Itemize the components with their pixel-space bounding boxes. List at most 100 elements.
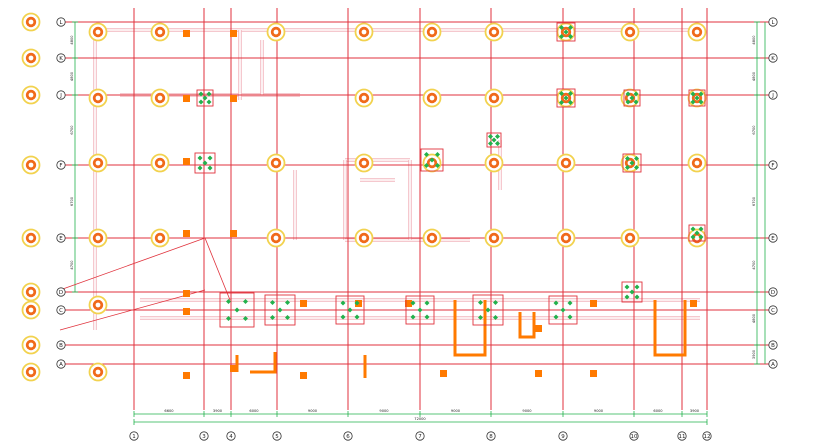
pile-left-3 bbox=[21, 155, 41, 175]
right-dim-chain-text-1: 4800 bbox=[752, 71, 756, 81]
pile-11-core bbox=[273, 160, 279, 166]
pile-cap-2-bar-0 bbox=[410, 300, 416, 306]
pile-0-core bbox=[95, 29, 101, 35]
pile-cap-9-bar-4 bbox=[629, 95, 635, 101]
row-bubble-left-B-text: B bbox=[59, 343, 63, 349]
pile-8-core bbox=[157, 160, 163, 166]
pile-cap-15 bbox=[196, 89, 214, 107]
column-block-9 bbox=[300, 300, 307, 307]
pile-13 bbox=[354, 22, 374, 42]
pile-cap-10 bbox=[420, 148, 444, 172]
pile-19-core bbox=[429, 160, 435, 166]
pile-32 bbox=[620, 228, 640, 248]
col-bubble-6-text: 6 bbox=[346, 434, 350, 440]
column-block-1 bbox=[230, 30, 237, 37]
row-bubble-right-D-ring bbox=[768, 287, 778, 297]
col-bubble-9-ring bbox=[558, 431, 568, 441]
pile-cap-8-outline bbox=[556, 88, 576, 108]
row-bubble-right-E: E bbox=[768, 233, 778, 243]
pile-cap-5-bar-2 bbox=[624, 294, 630, 300]
right-dim-chain-text-6: 3900 bbox=[752, 349, 756, 359]
col-bubble-10: 10 bbox=[629, 431, 639, 441]
row-bubble-left-L-ring bbox=[56, 17, 66, 27]
pile-cap-5-bar-0 bbox=[624, 284, 630, 290]
row-bubble-left-J-ring bbox=[56, 90, 66, 100]
row-bubble-right-E-text: E bbox=[771, 236, 775, 242]
pile-11 bbox=[266, 153, 286, 173]
col-bubble-12-ring bbox=[702, 431, 712, 441]
pile-29 bbox=[620, 22, 640, 42]
pile-cap-6-bar-3 bbox=[243, 316, 248, 321]
col-bubble-5-ring bbox=[272, 431, 282, 441]
pile-8 bbox=[150, 153, 170, 173]
pile-cap-1-bar-1 bbox=[354, 300, 360, 306]
pile-cap-9-bar-3 bbox=[633, 99, 639, 105]
pile-left-1-core bbox=[28, 55, 34, 61]
pile-14 bbox=[354, 88, 374, 108]
row-bubble-left-F-ring bbox=[56, 160, 66, 170]
pile-left-1 bbox=[21, 48, 41, 68]
pile-cap-6-outline bbox=[219, 292, 255, 328]
pile-28 bbox=[556, 228, 576, 248]
pile-cap-0-bar-3 bbox=[285, 315, 290, 320]
channel-u-2 bbox=[518, 312, 536, 339]
pile-20-core bbox=[429, 235, 435, 241]
row-bubble-right-K: K bbox=[768, 53, 778, 63]
bottom-dim-chain-text-2: 6000 bbox=[249, 409, 259, 413]
pile-19 bbox=[422, 153, 442, 173]
pile-cap-0-bar-4 bbox=[277, 307, 283, 313]
row-bubble-left-A-text: A bbox=[59, 362, 63, 368]
pile-cap-12-outline bbox=[688, 89, 706, 107]
pile-cap-11-bar-3 bbox=[634, 165, 639, 170]
pile-cap-4-bar-1 bbox=[567, 300, 573, 306]
pile-left-4-core bbox=[28, 235, 34, 241]
col-bubble-3-ring bbox=[199, 431, 209, 441]
pile-15 bbox=[354, 153, 374, 173]
pile-10-core bbox=[273, 29, 279, 35]
pile-7-core bbox=[157, 95, 163, 101]
col-bubble-4: 4 bbox=[226, 431, 236, 441]
pile-29-core bbox=[627, 29, 633, 35]
pile-left-2 bbox=[21, 85, 41, 105]
bottom-total-text: 72000 bbox=[414, 417, 426, 421]
pile-27-core bbox=[563, 160, 569, 166]
row-bubble-left-B-ring bbox=[56, 340, 66, 350]
column-block-16 bbox=[535, 370, 542, 377]
column-block-8 bbox=[183, 372, 190, 379]
pile-left-7 bbox=[21, 335, 41, 355]
pile-cap-2-bar-1 bbox=[424, 300, 430, 306]
row-bubble-right-E-ring bbox=[768, 233, 778, 243]
pile-cap-11-bar-1 bbox=[634, 156, 639, 161]
row-bubble-left-E-text: E bbox=[59, 236, 63, 242]
pile-21 bbox=[484, 22, 504, 42]
row-bubble-right-A: A bbox=[768, 359, 778, 369]
pile-cap-5-bar-4 bbox=[629, 289, 635, 295]
pile-cap-9-bar-1 bbox=[633, 91, 639, 97]
pile-cap-16-bar-1 bbox=[495, 134, 500, 139]
pile-cap-0-bar-1 bbox=[285, 300, 290, 305]
pile-cap-14-bar-3 bbox=[207, 165, 213, 171]
col-bubble-10-ring bbox=[629, 431, 639, 441]
pile-cap-11-outline bbox=[622, 153, 642, 173]
pile-cap-6-bar-4 bbox=[234, 307, 240, 313]
pile-cap-7-outline bbox=[556, 22, 576, 42]
column-block-3 bbox=[230, 95, 237, 102]
pile-cap-15-bar-0 bbox=[198, 91, 204, 97]
pile-cap-1 bbox=[335, 295, 365, 325]
row-bubble-right-L-ring bbox=[768, 17, 778, 27]
pile-18-core bbox=[429, 95, 435, 101]
pile-cap-9-bar-0 bbox=[625, 91, 631, 97]
pile-35 bbox=[687, 153, 707, 173]
column-block-layer bbox=[183, 30, 697, 379]
col-bubble-6-ring bbox=[343, 431, 353, 441]
pile-cap-10-bar-1 bbox=[435, 152, 440, 157]
row-bubble-right-F: F bbox=[768, 160, 778, 170]
pile-21-core bbox=[491, 29, 497, 35]
column-block-12 bbox=[535, 325, 542, 332]
col-bubble-4-ring bbox=[226, 431, 236, 441]
row-bubble-right-J-text: J bbox=[771, 93, 774, 99]
pile-cap-12-bar-3 bbox=[698, 99, 704, 105]
col-bubble-8: 8 bbox=[486, 431, 496, 441]
column-block-20 bbox=[230, 230, 237, 237]
pile-cap-2-outline bbox=[405, 295, 435, 325]
